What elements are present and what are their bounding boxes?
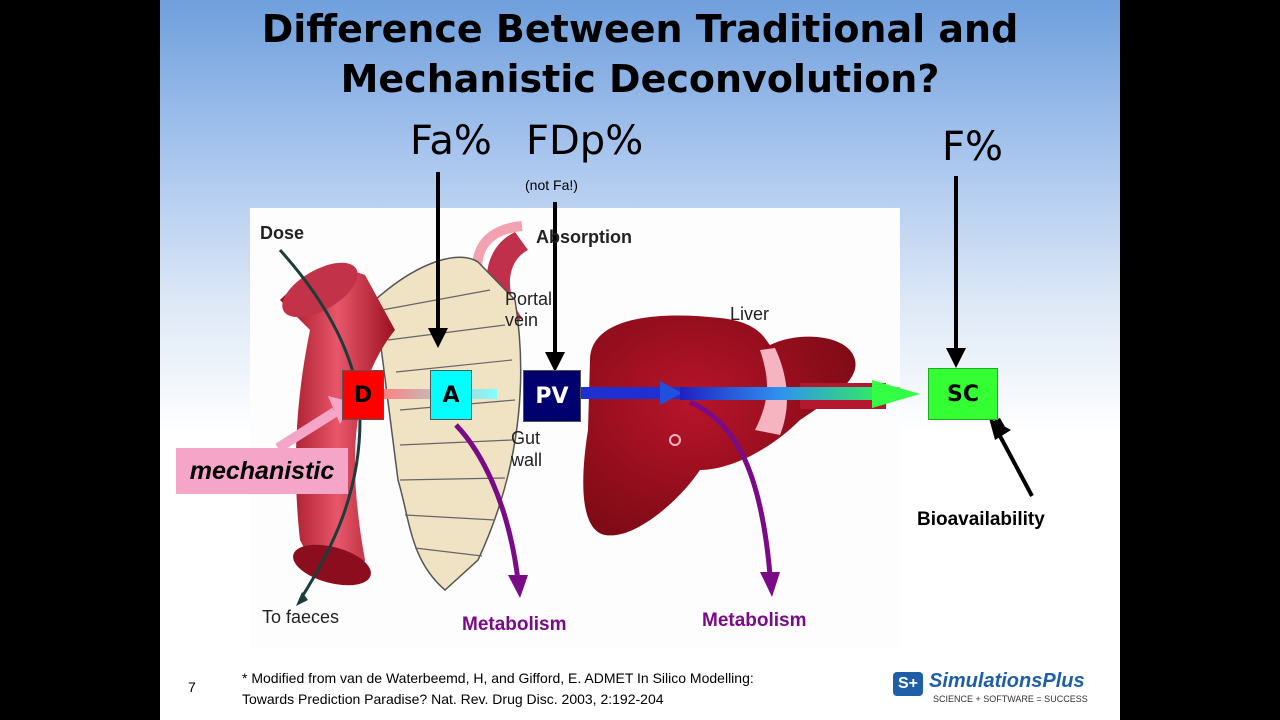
metabolism-label-liver: Metabolism: [702, 610, 807, 631]
metabolism-arrow-gut: [454, 423, 521, 581]
sc-box: SC: [928, 368, 998, 420]
pv-box: PV: [523, 370, 581, 422]
bioavailability-label: Bioavailability: [917, 509, 1045, 530]
metabolism-arrow-liver: [688, 399, 773, 576]
systemic-flow-arrowhead: [872, 380, 920, 408]
d-box: D: [342, 370, 384, 420]
intestine-shape: [280, 270, 395, 580]
simulations-plus-logo: S+ SimulationsPlus SCIENCE + SOFTWARE = …: [893, 668, 1099, 708]
slide: Difference Between Traditional and Mecha…: [160, 0, 1120, 720]
f-label: F%: [942, 124, 1004, 170]
a-box: A: [430, 370, 472, 420]
logo-name: SimulationsPlus: [929, 670, 1085, 692]
vein-label: vein: [505, 310, 539, 330]
fdp-note: (not Fa!): [525, 177, 578, 193]
portal-label: Portal: [505, 289, 553, 309]
metabolism-label-gut: Metabolism: [462, 614, 567, 635]
liver-flow-arrowhead: [660, 381, 682, 405]
dose-label: Dose: [260, 223, 305, 243]
logo-mark: S+: [893, 672, 923, 696]
absorption-label: Absorption: [536, 227, 632, 247]
footnote: * Modified from van de Waterbeemd, H, an…: [242, 668, 754, 710]
to-faeces-label: To faeces: [262, 607, 340, 627]
gut-label: Gut: [511, 428, 541, 448]
logo-tagline: SCIENCE + SOFTWARE = SUCCESS: [933, 694, 1088, 704]
footnote-line-1: * Modified from van de Waterbeemd, H, an…: [242, 670, 754, 686]
wall-label: wall: [511, 450, 543, 470]
systemic-flow-arrow: [680, 387, 900, 400]
page-number: 7: [188, 679, 196, 695]
liver-label: Liver: [730, 304, 770, 324]
title-line-1: Difference Between Traditional and: [261, 7, 1019, 51]
anatomy-drawing: [275, 172, 1034, 606]
title-line-2: Mechanistic Deconvolution?: [340, 57, 940, 101]
slide-title: Difference Between Traditional and Mecha…: [160, 4, 1120, 104]
footnote-line-2: Towards Prediction Paradise? Nat. Rev. D…: [242, 691, 664, 707]
mechanistic-label: mechanistic: [176, 448, 348, 494]
gut-wall-shape: [374, 256, 522, 592]
fa-label: Fa%: [410, 118, 492, 164]
fdp-label: FDp%: [526, 118, 644, 164]
